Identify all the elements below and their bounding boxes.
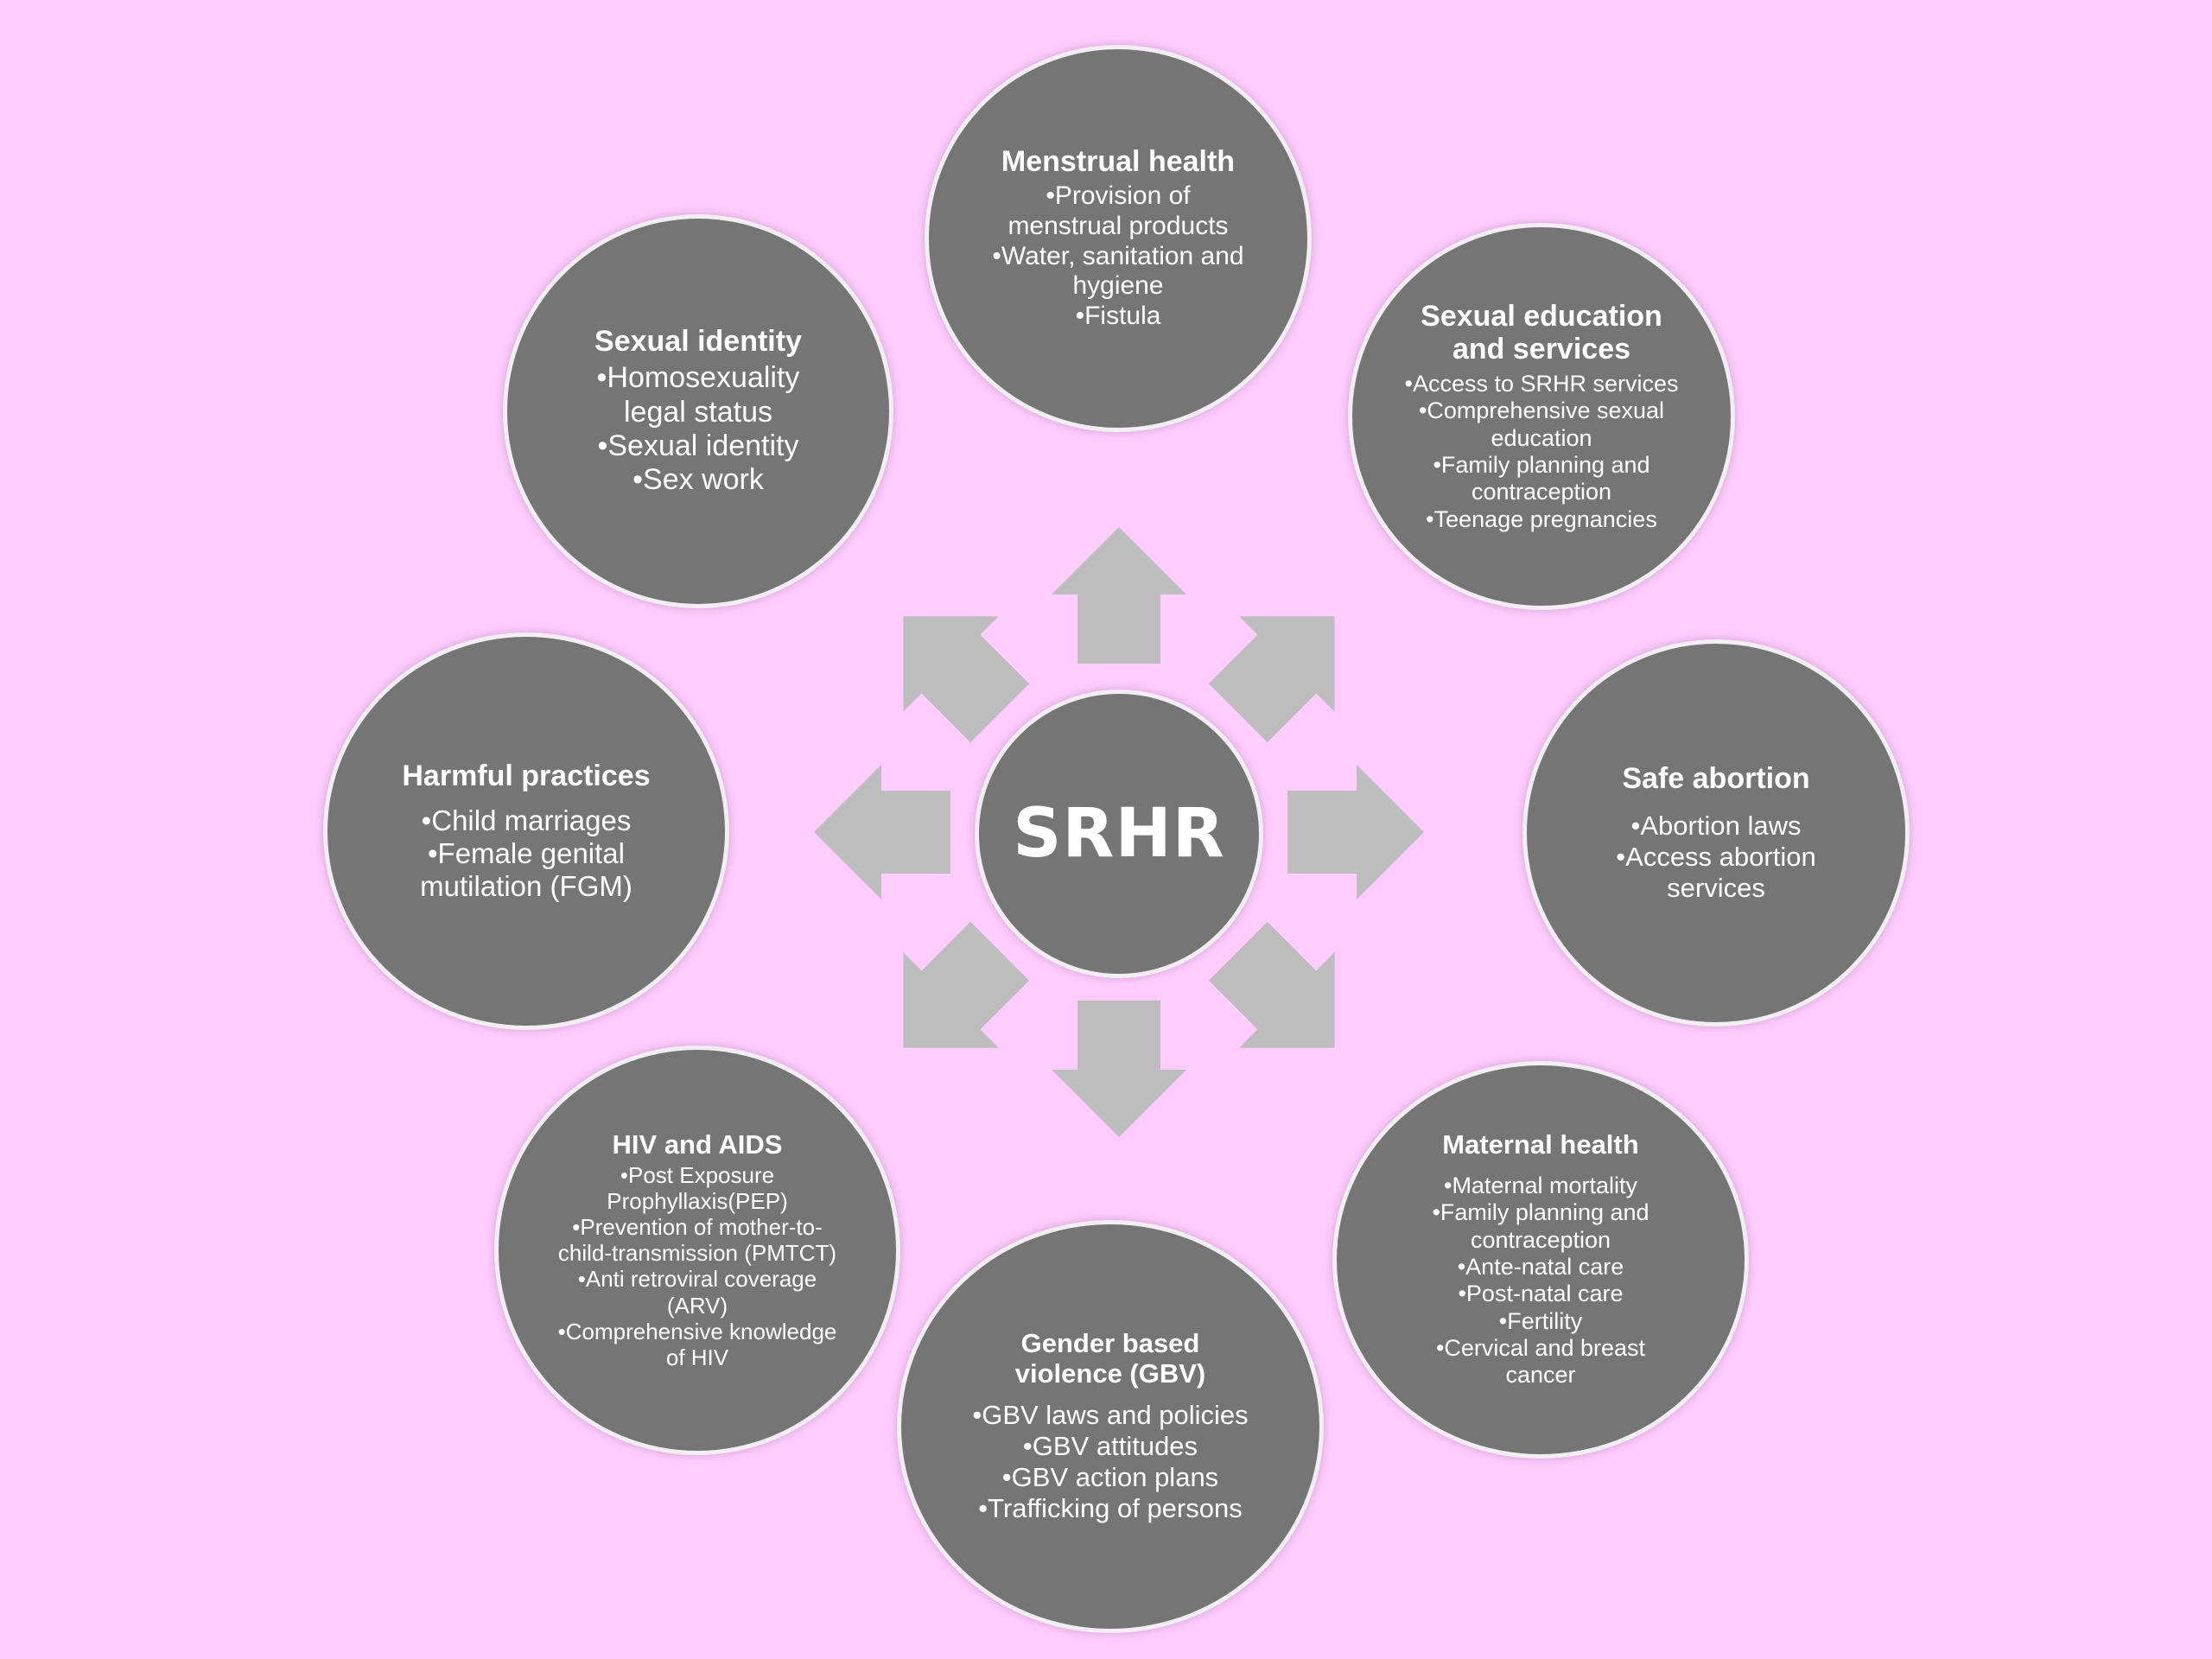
node-item: Fertility [1411, 1308, 1670, 1335]
node-item: Child marriages [397, 804, 656, 837]
node-title: Sexual identity [594, 325, 802, 359]
node-maternal-health: Maternal health Maternal mortality Famil… [1332, 1061, 1749, 1459]
node-title: Safe abortion [1622, 762, 1810, 796]
arrow-down [1052, 1001, 1186, 1137]
node-item: Prevention of mother-to-child-transmissi… [555, 1214, 840, 1266]
node-title: HIV and AIDS [612, 1129, 783, 1160]
node-item: Homosexuality legal status [577, 361, 819, 429]
node-title: Harmful practices [402, 759, 651, 792]
arrow-left [814, 765, 950, 899]
node-item: Sex work [577, 463, 819, 497]
node-item: Ante-natal care [1411, 1254, 1670, 1281]
node-item: Abortion laws [1595, 810, 1837, 842]
node-item: Fistula [988, 302, 1248, 332]
node-item: Comprehensive sexual education [1403, 397, 1680, 452]
node-item: Family planning and contraception [1411, 1199, 1670, 1254]
node-item: Maternal mortality [1411, 1173, 1670, 1199]
node-item: Access to SRHR services [1403, 371, 1680, 397]
center-node-srhr: SRHR [975, 690, 1263, 978]
node-item: Comprehensive knowledge of HIV [555, 1319, 840, 1370]
node-item: Post Exposure Prophyllaxis(PEP) [555, 1162, 840, 1214]
node-item: Female genital mutilation (FGM) [397, 837, 656, 904]
arrow-up [1052, 527, 1186, 664]
node-item: Water, sanitation and hygiene [988, 242, 1248, 302]
node-gbv: Gender based violence (GBV) GBV laws and… [897, 1220, 1324, 1633]
node-item: Cervical and breast cancer [1411, 1335, 1670, 1389]
node-item: Access abortion services [1595, 842, 1837, 904]
node-item: Post-natal care [1411, 1281, 1670, 1307]
node-title: Gender based violence (GBV) [1014, 1328, 1206, 1389]
node-item: GBV attitudes [972, 1431, 1248, 1462]
node-item: Teenage pregnancies [1403, 506, 1680, 533]
node-item: Provision of menstrual products [988, 181, 1248, 242]
node-item: Trafficking of persons [972, 1493, 1248, 1524]
node-title: Maternal health [1442, 1129, 1639, 1160]
arrow-right [1287, 765, 1424, 899]
arrow-down-left [903, 921, 1030, 1048]
node-item: GBV action plans [972, 1462, 1248, 1493]
node-hiv-aids: HIV and AIDS Post Exposure Prophyllaxis(… [494, 1046, 900, 1455]
arrow-up-right [1208, 616, 1335, 743]
node-sexual-identity: Sexual identity Homosexuality legal stat… [503, 214, 893, 608]
arrow-up-left [903, 616, 1030, 743]
arrow-down-right [1208, 921, 1335, 1048]
node-item: GBV laws and policies [972, 1400, 1248, 1431]
node-item: Anti retroviral coverage (ARV) [555, 1266, 840, 1318]
node-title: Menstrual health [1001, 144, 1236, 178]
node-item: Sexual identity [577, 429, 819, 463]
node-safe-abortion: Safe abortion Abortion laws Access abort… [1522, 639, 1910, 1027]
node-menstrual-health: Menstrual health Provision of menstrual … [925, 45, 1312, 432]
center-label: SRHR [1013, 795, 1225, 873]
node-item: Family planning and contraception [1403, 452, 1680, 506]
node-sexual-education: Sexual education and services Access to … [1348, 223, 1735, 610]
node-title: Sexual education and services [1421, 299, 1662, 366]
node-harmful-practices: Harmful practices Child marriages Female… [323, 632, 729, 1030]
